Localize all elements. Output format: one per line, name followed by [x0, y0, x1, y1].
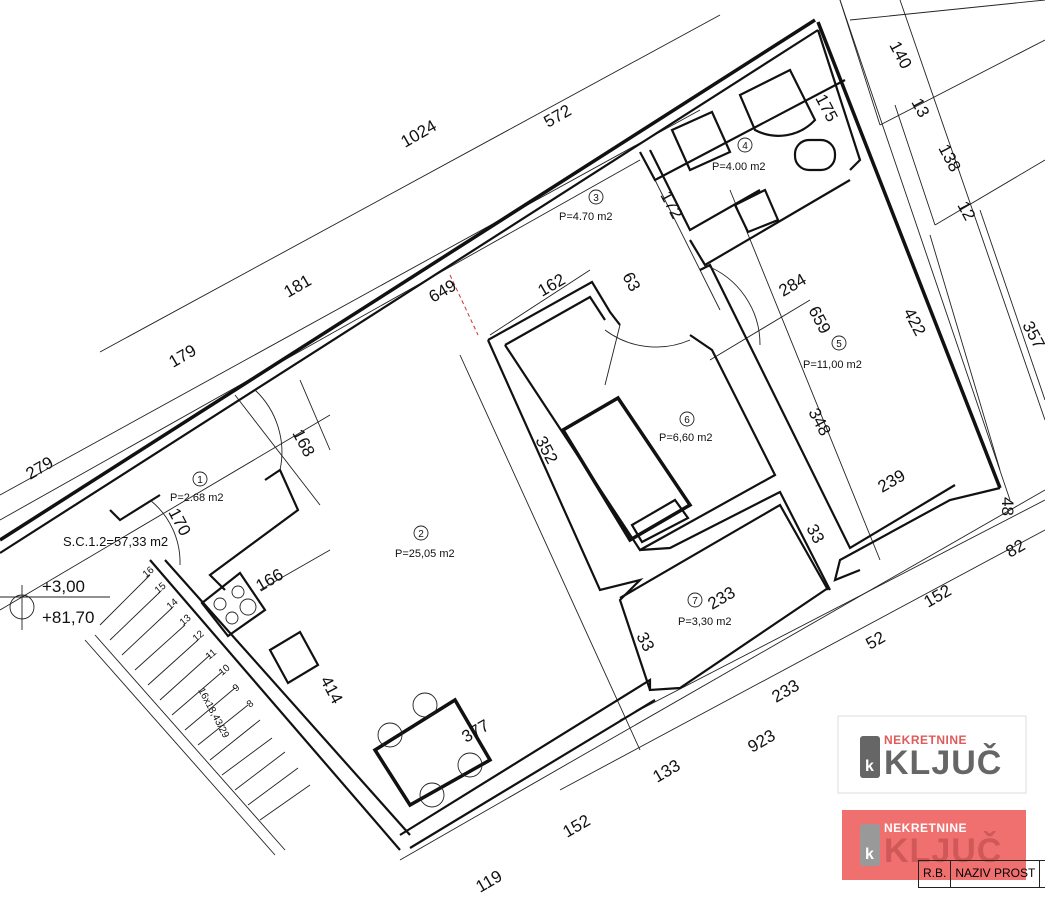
washing-machine — [670, 110, 732, 172]
stair-step: 12 — [191, 628, 207, 644]
room-area: P=2.68 m2 — [170, 492, 224, 504]
logo-nekretnine-kljuc: NEKRETNINE KLJUČ — [860, 734, 1002, 780]
room-6: 6 P=6,60 m2 — [659, 411, 713, 444]
dim-279: 279 — [23, 453, 57, 484]
dim-377: 377 — [459, 716, 493, 747]
dim-239: 239 — [875, 466, 909, 497]
dim-12: 12 — [953, 198, 979, 224]
sink — [733, 188, 780, 234]
stair-step: 14 — [165, 596, 181, 612]
dim-138: 138 — [934, 141, 964, 175]
dim-13: 13 — [907, 95, 933, 121]
dim-82: 82 — [1003, 536, 1029, 562]
logo-top-text: NEKRETNINE — [884, 821, 968, 835]
dim-133: 133 — [650, 756, 684, 787]
table-header-rb: R.B. — [919, 861, 952, 887]
dim-140: 140 — [885, 38, 915, 72]
dim-422: 422 — [899, 305, 929, 339]
dim-284: 284 — [776, 270, 810, 301]
walls — [0, 18, 1002, 851]
dim-168: 168 — [288, 426, 318, 460]
dim-1024: 1024 — [398, 116, 440, 151]
room-number: 7 — [692, 596, 698, 607]
dim-181: 181 — [281, 271, 315, 302]
dim-162: 162 — [535, 270, 569, 301]
stair-step: 13 — [178, 612, 194, 628]
room-area: P=4.70 m2 — [559, 211, 613, 223]
legend-table-header: R.B. NAZIV PROST — [918, 860, 1045, 888]
dim-48: 48 — [998, 497, 1017, 516]
logo-nekretnine-kljuc-red: NEKRETNINE KLJUČ — [860, 822, 1002, 868]
room-area: P=25,05 m2 — [395, 548, 455, 560]
total-area-label: S.C.1.2=57,33 m2 — [63, 534, 168, 549]
room-number: 2 — [418, 529, 424, 540]
room-number: 6 — [684, 415, 690, 426]
room-area: P=11,00 m2 — [803, 359, 862, 371]
dim-172: 172 — [656, 188, 686, 222]
room-number: 3 — [593, 193, 599, 204]
dim-152-bottom: 152 — [560, 811, 594, 842]
dim-233-room7: 233 — [705, 583, 739, 614]
room-number: 4 — [742, 141, 748, 152]
room-1: 1 P=2.68 m2 — [170, 471, 224, 504]
room-3: 3 P=4.70 m2 — [559, 189, 613, 223]
dim-659: 659 — [804, 303, 834, 337]
dim-152-right: 152 — [921, 581, 955, 612]
dim-923: 923 — [745, 726, 779, 757]
logo-name: KLJUČ — [884, 744, 1003, 782]
room-area: P=3,30 m2 — [678, 616, 732, 628]
stair-step: 10 — [217, 662, 233, 678]
room-number: 5 — [836, 339, 842, 350]
stair-step: 15 — [153, 580, 169, 596]
stairs — [84, 574, 311, 856]
dim-348: 348 — [804, 405, 834, 439]
bed — [560, 395, 693, 544]
dim-352: 352 — [531, 433, 561, 467]
bathtub — [738, 68, 817, 137]
table-header-naziv: NAZIV PROST — [951, 861, 1041, 887]
dim-414: 414 — [316, 673, 346, 707]
stair-step: 16 — [141, 564, 157, 580]
room-7: 7 P=3,30 m2 — [678, 592, 732, 628]
stove — [200, 571, 267, 638]
dining-table — [372, 692, 493, 808]
dim-572: 572 — [541, 101, 575, 132]
room-area: P=4.00 m2 — [712, 161, 766, 173]
dim-233-bottom: 233 — [769, 676, 803, 707]
stair-step: 8 — [245, 698, 257, 710]
stair-step: 9 — [231, 682, 243, 694]
toilet — [793, 138, 837, 172]
dim-179: 179 — [166, 341, 200, 372]
logo-top-text: NEKRETNINE — [884, 733, 968, 747]
dimension-lines — [0, 0, 1045, 861]
key-icon — [860, 824, 880, 866]
stair-step: 11 — [204, 647, 219, 662]
dim-119: 119 — [473, 866, 506, 896]
kitchen-sink — [268, 630, 320, 685]
key-icon — [860, 736, 880, 778]
dim-52: 52 — [863, 628, 889, 654]
level-relative: +3,00 — [42, 577, 85, 596]
room-area: P=6,60 m2 — [659, 432, 713, 444]
room-2: 2 P=25,05 m2 — [395, 525, 455, 560]
dim-63: 63 — [618, 269, 644, 295]
dim-166: 166 — [253, 565, 287, 596]
room-5: 5 P=11,00 m2 — [803, 335, 862, 371]
room-labels: 1 P=2.68 m2 2 P=25,05 m2 3 P=4.70 m2 4 P… — [170, 137, 862, 628]
logo-name: KLJUČ — [884, 832, 1003, 870]
dim-649: 649 — [426, 276, 460, 307]
room-4: 4 P=4.00 m2 — [712, 137, 766, 173]
furniture — [84, 68, 837, 856]
level-absolute: +81,70 — [42, 608, 94, 627]
room-number: 1 — [197, 475, 203, 486]
